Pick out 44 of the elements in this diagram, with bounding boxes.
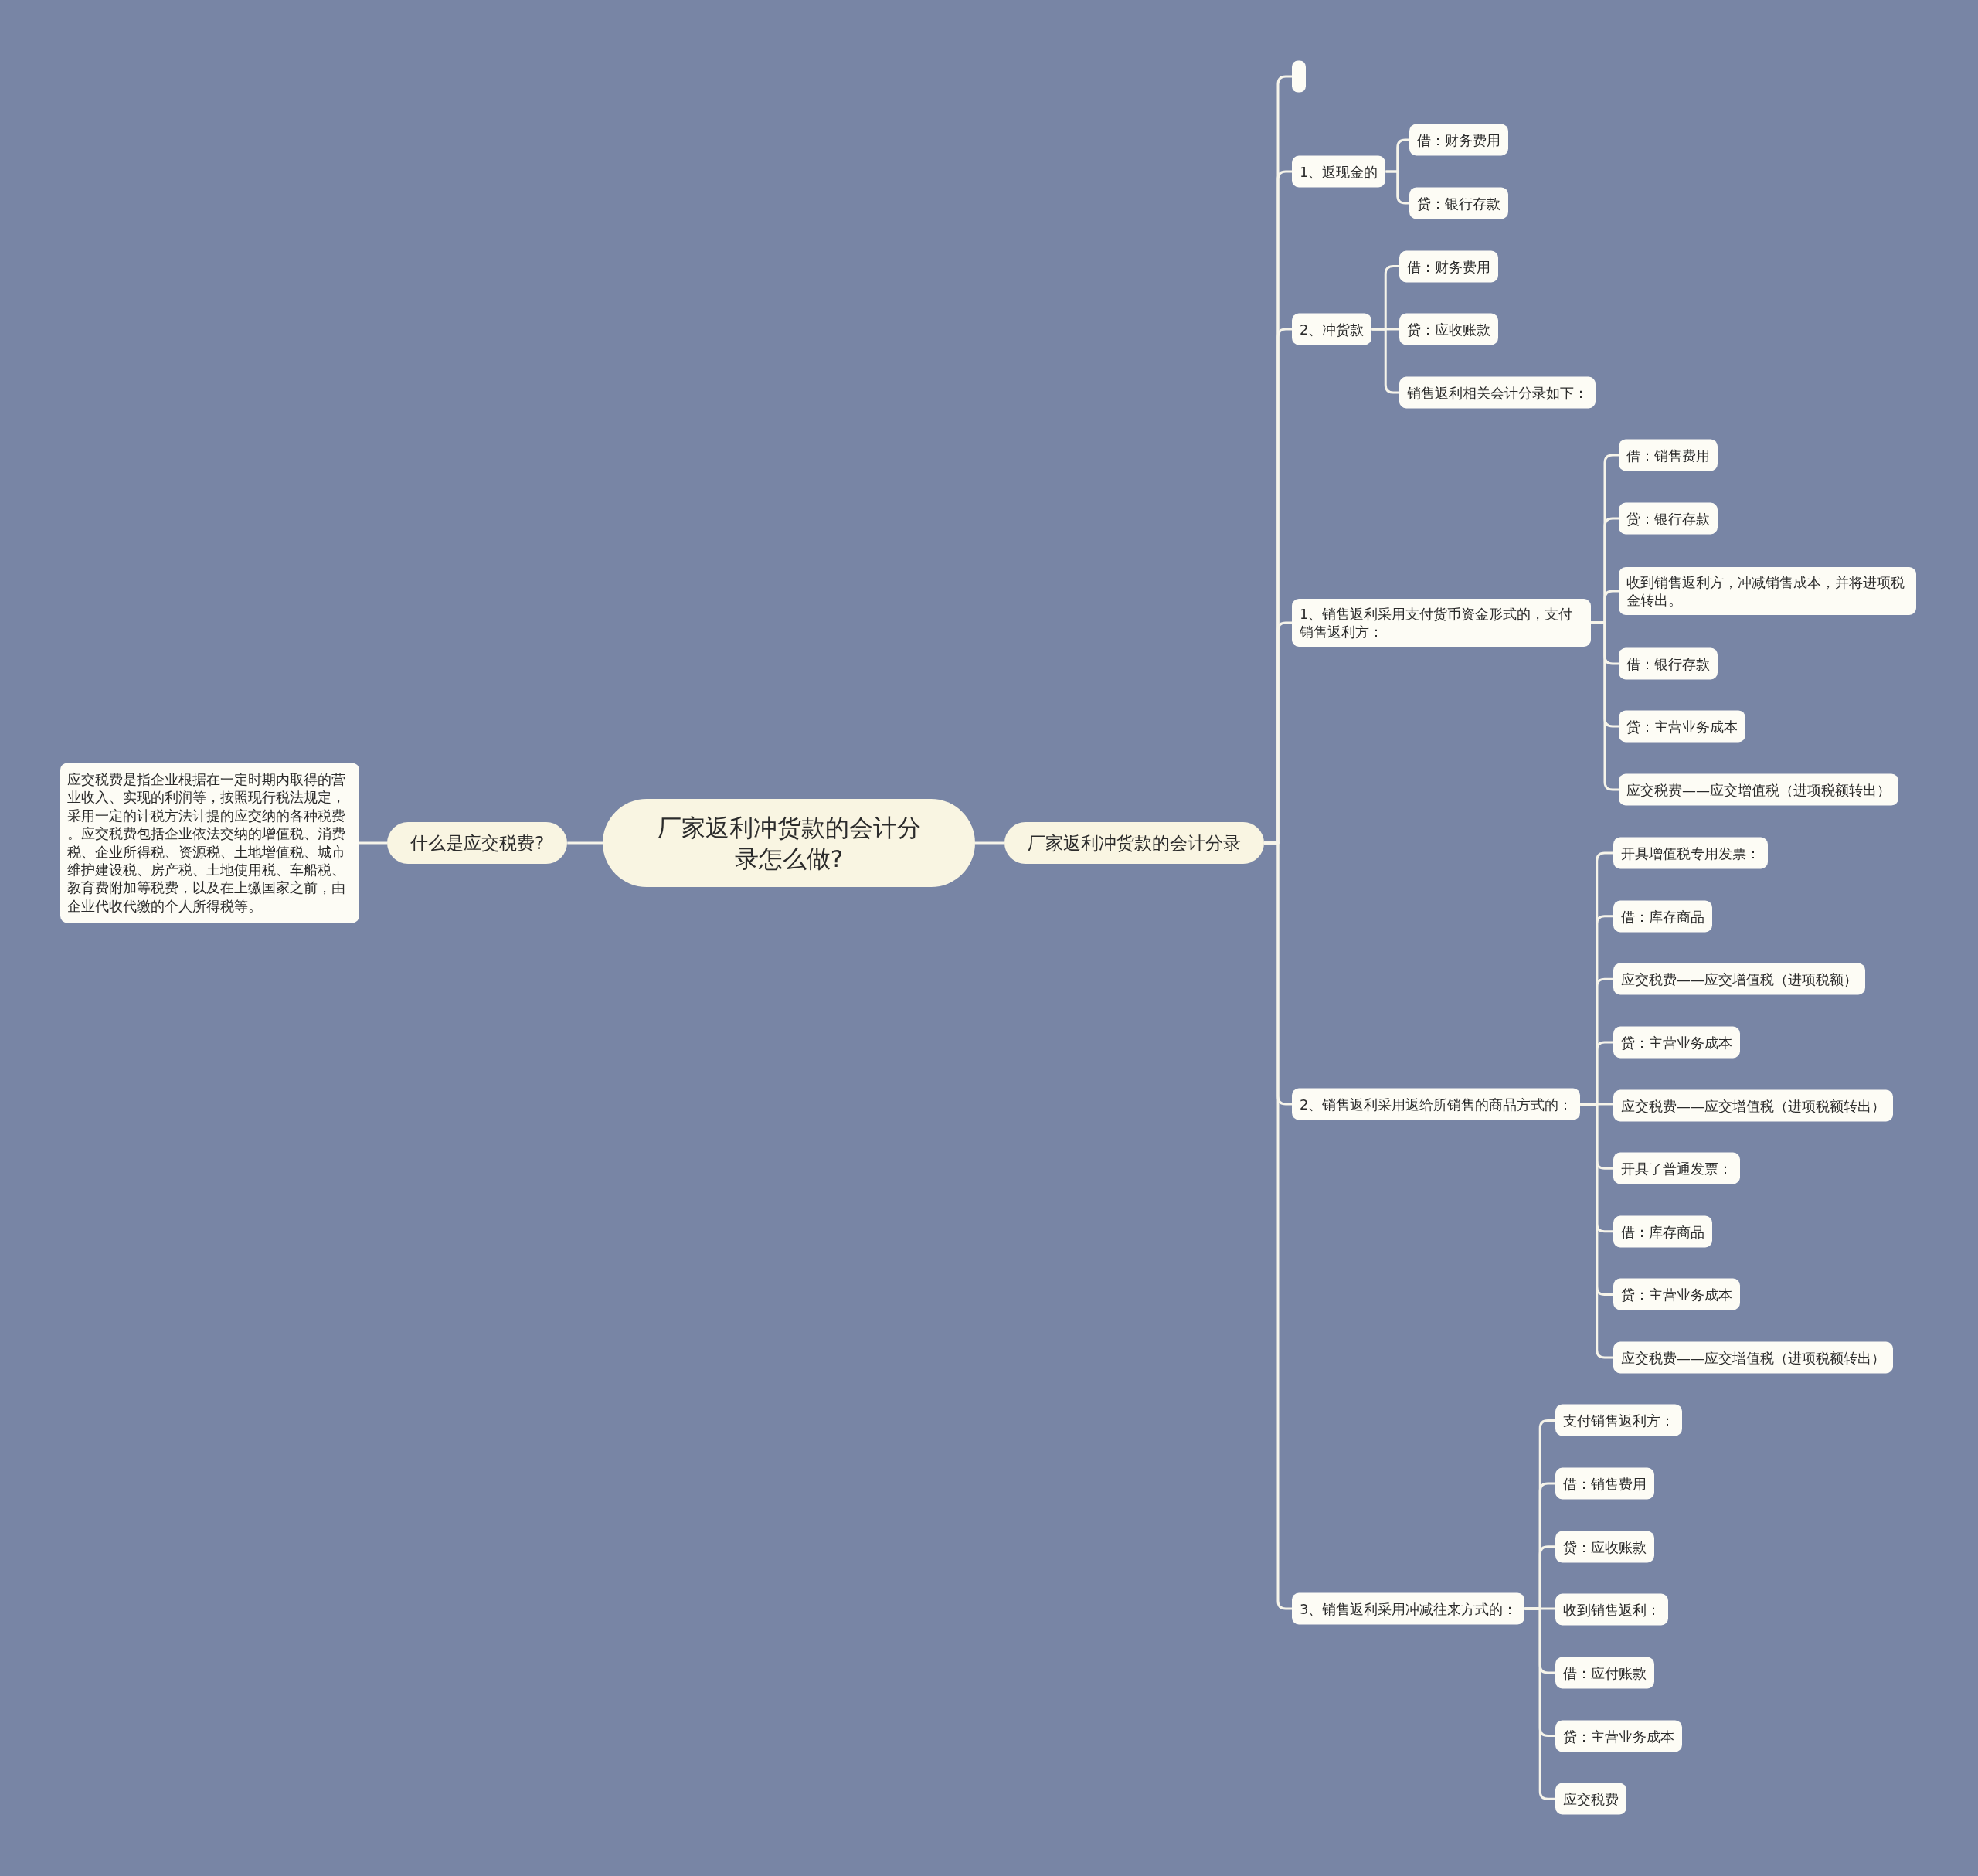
main-topic: 什么是应交税费? xyxy=(387,822,568,864)
subtopic-box: 3、销售返利采用冲减往来方式的： xyxy=(1292,1592,1525,1625)
entry-box: 借：银行存款 xyxy=(1619,647,1718,680)
connector-line xyxy=(1371,328,1399,394)
connector-line xyxy=(975,841,1004,845)
entry-box: 收到销售返利方，冲减销售成本，并将进项税金转出。 xyxy=(1619,567,1916,615)
entry-box: 开具增值税专用发票： xyxy=(1613,837,1768,869)
entry-box: 贷：应收账款 xyxy=(1399,313,1498,345)
entry-box: 贷：主营业务成本 xyxy=(1613,1026,1740,1059)
entry-box: 开具了普通发票： xyxy=(1613,1152,1740,1184)
entry-box: 应交税费——应交增值税（进项税额） xyxy=(1613,963,1865,995)
entry-box: 应交税费——应交增值税（进项税额转出） xyxy=(1619,773,1898,806)
entry-box: 贷：银行存款 xyxy=(1409,187,1508,219)
entry-box: 借：销售费用 xyxy=(1619,439,1718,471)
entry-box: 借：财务费用 xyxy=(1399,250,1498,282)
entry-box: 应交税费——应交增值税（进项税额转出） xyxy=(1613,1341,1893,1374)
connector-line xyxy=(1524,1607,1555,1800)
entry-box: 收到销售返利： xyxy=(1555,1593,1668,1626)
entry-box: 借：应付账款 xyxy=(1555,1657,1654,1689)
entry-box: 贷：应收账款 xyxy=(1555,1531,1654,1563)
entry-box: 应交税费 xyxy=(1555,1783,1626,1815)
subtopic-box: 1、销售返利采用支付货币资金形式的，支付销售返利方： xyxy=(1292,599,1591,647)
empty-box xyxy=(1292,60,1306,93)
entry-box: 应交税费——应交增值税（进项税额转出） xyxy=(1613,1089,1893,1121)
connector-line xyxy=(1385,170,1409,205)
text-card: 应交税费是指企业根据在一定时期内取得的营业收入、实现的利润等，按照现行税法规定，采用一定的计税方法计提的应交纳的各种税费。应交税费包括企业依法交纳的增值税、消费税、企业所得税、资源税、土地增值税、城市维护建设税、房产税、土地使用税、车船税、教育费附加等税费，以及在上缴国家之前，由企业代收代缴的个人所得税等。 xyxy=(60,763,359,923)
entry-box: 贷：主营业务成本 xyxy=(1613,1278,1740,1310)
entry-box: 借：销售费用 xyxy=(1555,1467,1654,1500)
main-topic: 厂家返利冲货款的会计分录 xyxy=(1004,822,1264,864)
subtopic-box: 2、冲货款 xyxy=(1292,313,1372,345)
central-topic: 厂家返利冲货款的会计分录怎么做? xyxy=(603,799,975,887)
connector-line xyxy=(567,841,603,845)
entry-box: 借：库存商品 xyxy=(1613,900,1712,933)
entry-box: 贷：主营业务成本 xyxy=(1619,710,1745,743)
entry-box: 贷：主营业务成本 xyxy=(1555,1720,1682,1752)
entry-box: 借：库存商品 xyxy=(1613,1215,1712,1248)
subtopic-box: 1、返现金的 xyxy=(1292,155,1386,188)
entry-box: 销售返利相关会计分录如下： xyxy=(1399,376,1596,409)
connector-line xyxy=(1591,621,1619,791)
entry-box: 借：财务费用 xyxy=(1409,124,1508,156)
connector-line xyxy=(359,841,387,845)
entry-box: 贷：银行存款 xyxy=(1619,502,1718,535)
entry-box: 支付销售返利方： xyxy=(1555,1404,1682,1436)
subtopic-box: 2、销售返利采用返给所销售的商品方式的： xyxy=(1292,1088,1581,1120)
